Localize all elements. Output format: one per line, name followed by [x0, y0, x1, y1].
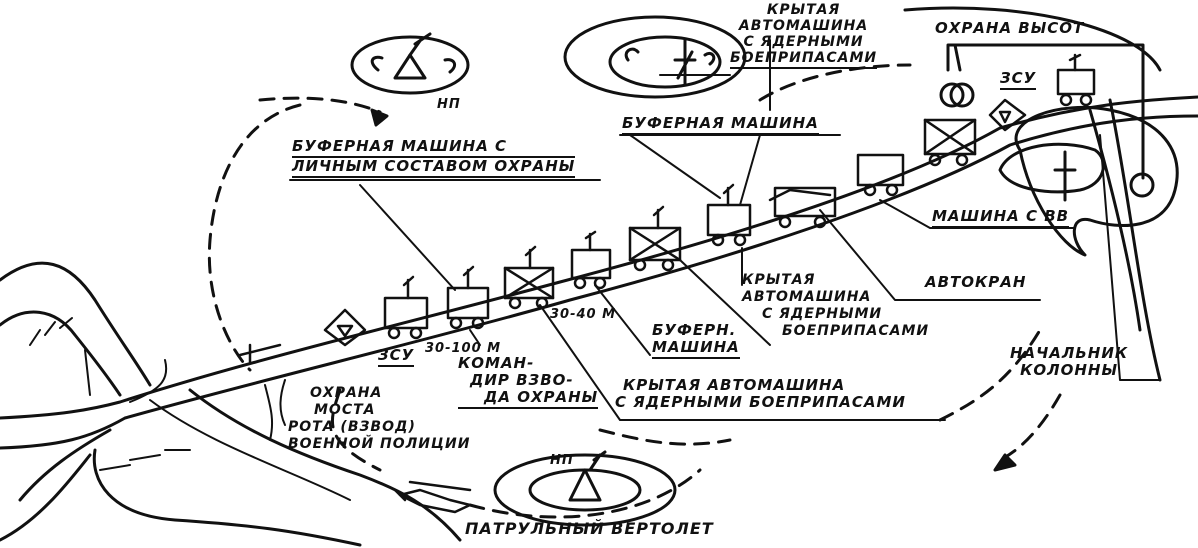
label-explosives-truck: МАШИНА С ВВ — [932, 208, 1070, 228]
vehicle-scout — [238, 343, 282, 364]
label-zsu-left: ЗСУ — [378, 347, 415, 367]
label-buffer-machine-small: БУФЕРН. МАШИНА — [652, 322, 740, 359]
vehicle-crane — [768, 186, 837, 229]
river-lower — [92, 388, 462, 547]
label-line: БУФЕРНАЯ МАШИНА С — [292, 138, 576, 158]
vehicle-zsu-right — [988, 98, 1027, 132]
label-zsu-right: ЗСУ — [1000, 70, 1037, 90]
label-line: РОТА (ВЗВОД) — [288, 419, 416, 435]
vehicle-covered-truck-2 — [628, 205, 682, 272]
label-line: КОМАН- — [458, 354, 535, 372]
vehicle-buffer-small — [570, 230, 612, 290]
vehicle-buffer-2 — [706, 183, 752, 247]
label-line: НАЧАЛЬНИК — [1010, 344, 1129, 362]
label-column-head: НАЧАЛЬНИК КОЛОННЫ — [1010, 345, 1128, 379]
label-line: ЛИЧНЫМ СОСТАВОМ ОХРАНЫ — [292, 158, 576, 178]
patrol-route — [207, 63, 1042, 519]
label-line: БОЕПРИПАСАМИ — [730, 50, 878, 69]
helicopter-icon — [393, 480, 472, 514]
label-line: КРЫТАЯ — [742, 272, 816, 288]
label-line: КРЫТАЯ — [766, 2, 841, 18]
observation-post-bottom — [493, 453, 677, 527]
label-line: АВТОМАШИНА — [742, 289, 872, 305]
label-bridge-guard: ОХРАНА МОСТА РОТА (ВЗВОД) ВОЕННОЙ ПОЛИЦИ… — [288, 385, 470, 453]
label-line: МАШИНА — [652, 339, 740, 359]
label-distance-1: 30-40 m — [550, 307, 617, 322]
vehicle-buffer-guard — [383, 275, 429, 340]
label-heights-guard: ОХРАНА ВЫСОТ — [935, 19, 1085, 37]
hill-contour-outer — [563, 15, 747, 99]
river-left — [0, 261, 152, 397]
road-bottom-edge — [0, 114, 1198, 450]
vehicle-lead — [1056, 53, 1096, 107]
observation-post-top — [350, 35, 470, 95]
label-line: С ЯДЕРНЫМИ — [762, 306, 883, 322]
label-crane: АВТОКРАН — [925, 273, 1027, 291]
label-line: БОЕПРИПАСАМИ — [782, 323, 930, 339]
label-covered-truck-top: КРЫТАЯ АВТОМАШИНА С ЯДЕРНЫМИ БОЕПРИПАСАМ… — [730, 2, 878, 69]
label-commander: КОМАН- ДИР ВЗВО- ДА ОХРАНЫ — [458, 354, 599, 409]
label-line: КОЛОННЫ — [1020, 361, 1119, 379]
label-line: С ЯДЕРНЫМИ — [743, 34, 864, 50]
label-line: АВТОМАШИНА — [738, 18, 869, 34]
label-covered-truck-middle: КРЫТАЯ АВТОМАШИНА С ЯДЕРНЫМИ БОЕПРИПАСАМ… — [742, 272, 929, 340]
label-line: КРЫТАЯ АВТОМАШИНА — [623, 376, 846, 394]
label-line: ВОЕННОЙ ПОЛИЦИИ — [288, 436, 471, 452]
label-patrol-helicopter: ПАТРУЛЬНЫЙ ВЕРТОЛЕТ — [465, 519, 714, 538]
vehicle-zsu-left — [323, 308, 367, 347]
road-top-edge — [0, 95, 1198, 420]
guard-post-1 — [939, 82, 965, 108]
label-distance-2: 30-100 m — [425, 341, 502, 356]
label-np-bottom: НП — [550, 453, 574, 468]
hill-contour-right — [1014, 105, 1179, 257]
label-buffer-machine-top: БУФЕРНАЯ МАШИНА — [622, 115, 819, 135]
label-line: ДИР ВЗВО- — [470, 371, 574, 389]
label-covered-truck-bottom: КРЫТАЯ АВТОМАШИНА С ЯДЕРНЫМИ БОЕПРИПАСАМ… — [615, 377, 906, 411]
label-line: БУФЕРН. — [652, 321, 737, 339]
vehicle-covered-truck-3 — [503, 245, 555, 310]
vehicle-explosives — [856, 153, 905, 197]
label-line: МОСТА — [314, 402, 376, 418]
label-line: ОХРАНА — [310, 385, 383, 401]
label-line: С ЯДЕРНЫМИ БОЕПРИПАСАМИ — [615, 393, 906, 411]
label-buffer-machine-guard: БУФЕРНАЯ МАШИНА С ЛИЧНЫМ СОСТАВОМ ОХРАНЫ — [292, 138, 576, 178]
vehicle-commander — [446, 265, 490, 330]
vehicle-covered-truck-1 — [923, 118, 977, 167]
label-line: ДА ОХРАНЫ — [458, 389, 599, 409]
label-np-top: НП — [437, 97, 461, 112]
